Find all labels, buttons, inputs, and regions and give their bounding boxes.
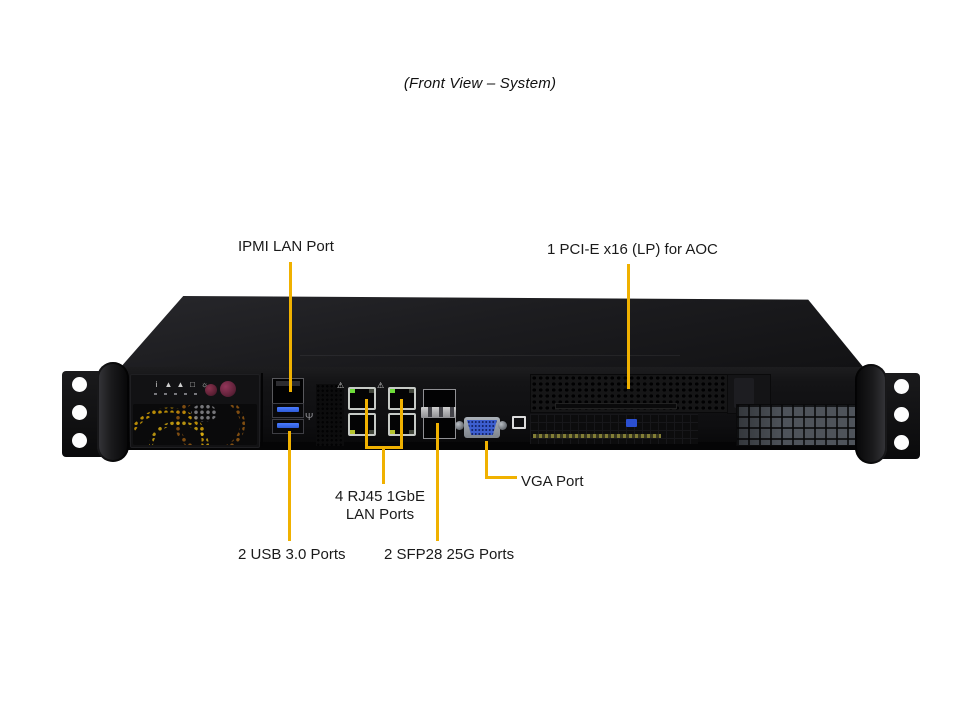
usb-callout-line xyxy=(288,431,291,541)
sfp-callout-line xyxy=(436,423,439,541)
gold-finger-strip xyxy=(533,434,661,438)
usb-label: 2 USB 3.0 Ports xyxy=(238,546,346,563)
ipmi-lan-port xyxy=(272,378,304,404)
rj45-callout-line-left xyxy=(365,399,368,449)
sfp28-port-bottom xyxy=(423,417,456,439)
io-vent-strip xyxy=(530,414,698,444)
mounting-hole xyxy=(894,435,909,450)
sfp-label: 2 SFP28 25G Ports xyxy=(384,546,515,563)
rj45-label-line2: LAN Ports xyxy=(345,506,415,523)
overheat-led-icon: ▲ xyxy=(164,380,173,389)
rj45-callout-bracket xyxy=(365,446,403,449)
vent-checker-block xyxy=(736,404,856,446)
mounting-hole xyxy=(894,379,909,394)
vga-port xyxy=(464,417,500,438)
rj45-lan-port-1 xyxy=(348,387,376,410)
chassis-bottom-lip xyxy=(120,442,864,450)
chassis-top-seam xyxy=(300,355,680,356)
honeycomb-mesh xyxy=(133,404,257,445)
lan-warning-icon: ⚠ xyxy=(337,381,345,390)
pcie-label: 1 PCI-E x16 (LP) for AOC xyxy=(547,241,718,258)
mounting-hole xyxy=(72,433,87,448)
hdd-led-icon: □ xyxy=(190,380,195,389)
ipmi-callout-line xyxy=(289,262,292,392)
sfp-latch xyxy=(421,407,456,418)
vga-connector xyxy=(467,420,497,435)
reset-button xyxy=(205,384,217,396)
power-button xyxy=(220,381,236,397)
mounting-hole xyxy=(72,377,87,392)
pcie-callout-line xyxy=(627,264,630,389)
vga-callout-line-horizontal xyxy=(485,476,517,479)
lan-warning-icon: ⚠ xyxy=(377,381,385,390)
usb-icon: Ψ xyxy=(305,412,314,423)
vga-label: VGA Port xyxy=(521,473,584,490)
info-led-icon: i xyxy=(155,380,158,389)
rj45-lan-port-3 xyxy=(348,413,376,436)
power-led-icon: ☼ xyxy=(200,380,209,389)
usb3-port-bottom xyxy=(272,419,304,434)
nic-led-icon: ▲ xyxy=(176,380,185,389)
rj45-callout-line-right xyxy=(400,399,403,449)
vga-screw-left xyxy=(455,421,464,430)
page-title: (Front View – System) xyxy=(403,75,557,92)
vent-block xyxy=(316,384,344,446)
display-icon xyxy=(512,416,526,429)
usb3-port-top xyxy=(272,403,304,418)
rack-handle-left xyxy=(97,362,129,462)
panel-seam xyxy=(261,373,263,446)
vga-callout-line-vertical xyxy=(485,441,488,479)
status-led-dots xyxy=(154,393,197,395)
mounting-hole xyxy=(72,405,87,420)
rack-handle-right xyxy=(855,364,887,464)
blue-component xyxy=(626,419,637,427)
mounting-hole xyxy=(894,407,909,422)
ipmi-label: IPMI LAN Port xyxy=(238,238,334,255)
chassis-top-panel xyxy=(120,296,864,368)
rj45-label: 4 RJ45 1GbE LAN Ports xyxy=(318,488,442,524)
vga-screw-right xyxy=(498,421,507,430)
pcie-slot-edge xyxy=(555,403,677,409)
fan-grille xyxy=(133,404,257,445)
rj45-callout-line-middle xyxy=(382,449,385,484)
rj45-label-line1: 4 RJ45 1GbE xyxy=(334,488,426,505)
status-led-row: i ▲ ▲ □ ☼ xyxy=(152,380,209,389)
